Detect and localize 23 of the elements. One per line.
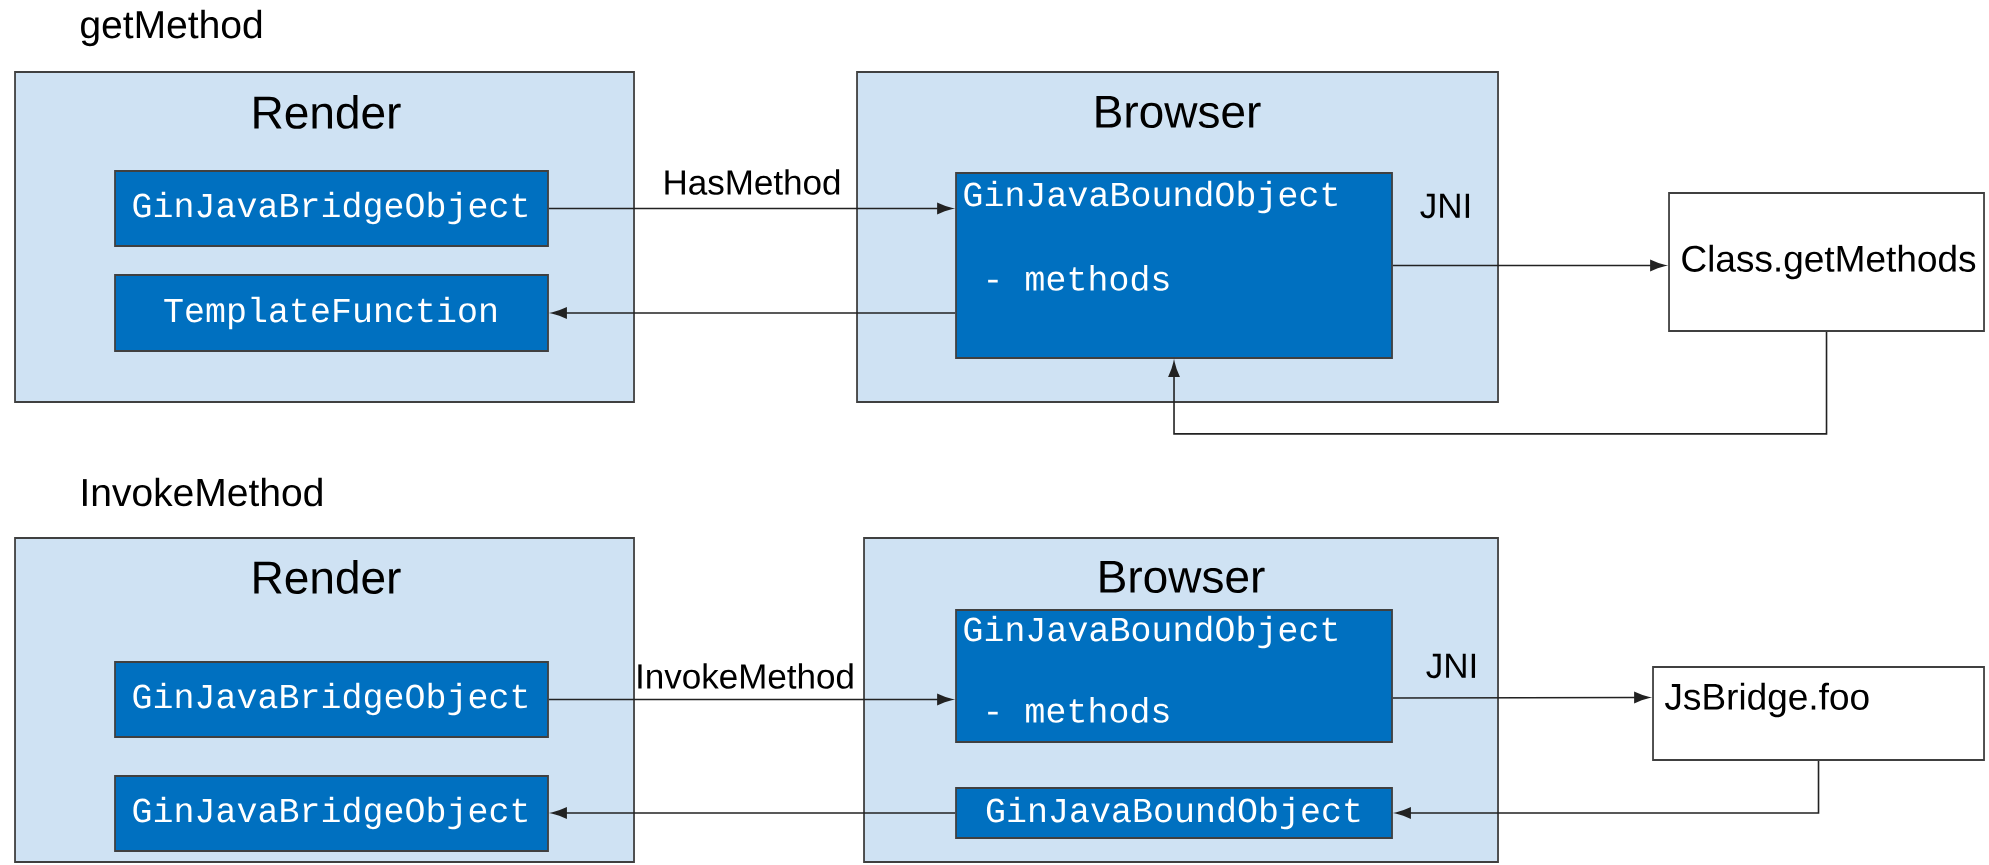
section-title: InvokeMethod bbox=[83, 477, 322, 507]
edge-label: JNI bbox=[1426, 653, 1476, 679]
arrow bbox=[551, 307, 956, 319]
object-box: GinJavaBoundObject bbox=[955, 787, 1393, 839]
object-box: GinJavaBridgeObject bbox=[114, 661, 549, 738]
edge-label: JNI bbox=[1420, 193, 1470, 219]
object-box: TemplateFunction bbox=[114, 274, 549, 352]
arrow bbox=[548, 203, 953, 214]
object-box: GinJavaBridgeObject bbox=[114, 170, 549, 247]
method-box: JsBridge.foo bbox=[1652, 666, 1985, 761]
object-box: GinJavaBoundObject - methods bbox=[955, 609, 1393, 743]
section-title: getMethod bbox=[81, 9, 262, 47]
arrow bbox=[1392, 260, 1666, 271]
arrow bbox=[1392, 692, 1650, 703]
arrow bbox=[1395, 760, 1820, 819]
edge-label: HasMethod bbox=[665, 169, 840, 195]
arrow bbox=[551, 807, 956, 819]
object-box: GinJavaBridgeObject bbox=[114, 775, 549, 852]
arrow bbox=[1168, 331, 1828, 435]
method-box: Class.getMethods bbox=[1668, 192, 1985, 332]
edge-label: InvokeMethod bbox=[638, 663, 853, 689]
arrow bbox=[548, 694, 953, 705]
object-box: GinJavaBoundObject - methods bbox=[955, 172, 1393, 359]
